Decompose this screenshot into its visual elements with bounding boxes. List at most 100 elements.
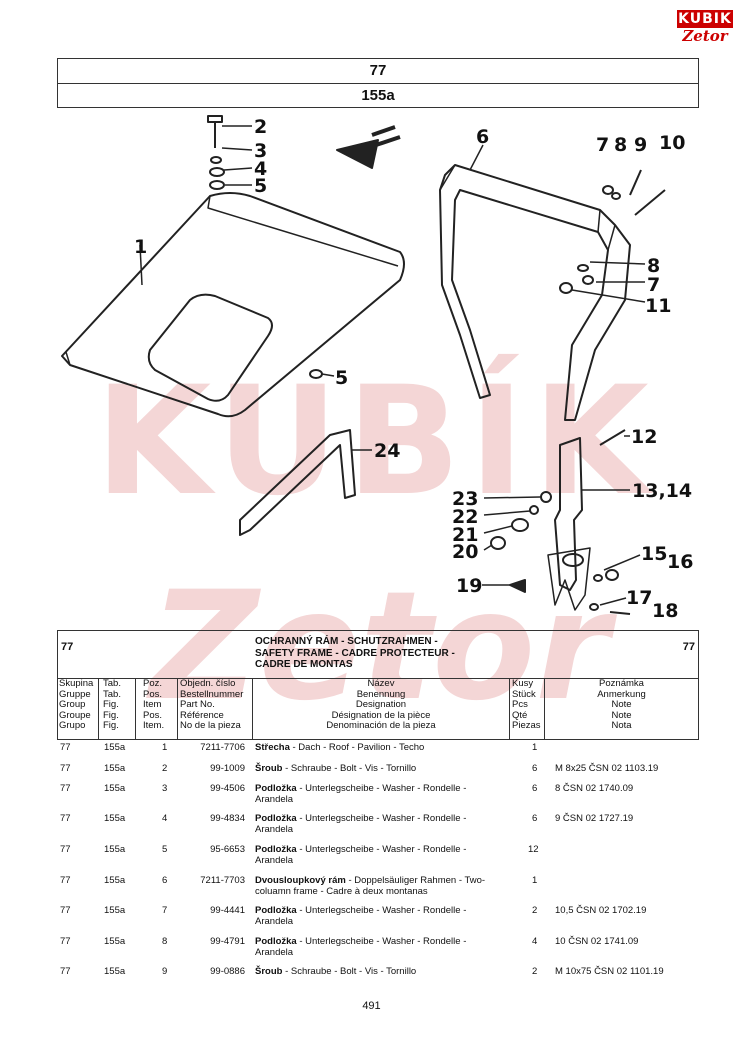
col-label: Qté <box>512 709 528 721</box>
row-note: M 10x75 ČSN 02 1101.19 <box>555 966 664 977</box>
row-group: 77 <box>60 763 71 774</box>
row-name-rest: - Doppelsäuliger Rahmen - Two- <box>345 875 486 886</box>
row-group: 77 <box>60 783 71 794</box>
row-name-bold: Šroub <box>255 966 283 977</box>
callout-13-14: 13,14 <box>632 480 693 502</box>
col-label: Group <box>59 699 86 710</box>
row-item: 5 <box>162 844 168 855</box>
row-name: Dvousloupkový rám - Doppelsäuliger Rahme… <box>255 875 505 897</box>
row-name-bold: Podložka <box>255 844 297 855</box>
callout-12: 12 <box>631 426 658 448</box>
parts-table-header: 77 77 OCHRANNÝ RÁM - SCHUTZRAHMEN - SAFE… <box>57 630 699 740</box>
row-fig: 155a <box>104 844 126 855</box>
col-label: Item <box>143 699 162 710</box>
row-name: Podložka - Unterlegscheibe - Washer - Ro… <box>255 844 505 866</box>
row-item: 1 <box>162 742 168 753</box>
row-name-bold: Podložka <box>255 813 297 824</box>
row-group: 77 <box>60 813 71 824</box>
row-name-bold: Střecha <box>255 742 290 753</box>
row-name-rest: - Unterlegscheibe - Washer - Rondelle - <box>296 783 467 794</box>
table-row: 77 155a 6 7211-7703 Dvousloupkový rám - … <box>57 875 697 899</box>
col-label: Stück <box>512 688 536 700</box>
row-name-line2: Arandela <box>255 824 294 835</box>
col-label: Part No. <box>180 699 215 710</box>
col-label: No de la pieza <box>180 720 241 731</box>
col-label: Benennung <box>356 688 406 700</box>
row-fig: 155a <box>104 783 126 794</box>
row-name-bold: Podložka <box>255 936 297 947</box>
row-name: Střecha - Dach - Roof - Pavilion - Techo <box>255 742 505 753</box>
frame-post <box>554 437 583 591</box>
col-label: Pcs <box>512 699 528 710</box>
table-row: 77 155a 2 99-1009 Šroub - Schraube - Bol… <box>57 763 697 787</box>
callout-1: 1 <box>134 236 148 258</box>
direction-arrow <box>336 139 379 169</box>
callout-2: 2 <box>254 116 268 138</box>
brand-logo: KUBIK Zetor <box>677 10 733 46</box>
row-fig: 155a <box>104 875 126 886</box>
row-item: 7 <box>162 905 168 916</box>
row-name: Šroub - Schraube - Bolt - Vis - Tornillo <box>255 966 505 977</box>
row-group: 77 <box>60 966 71 977</box>
row-group: 77 <box>60 936 71 947</box>
table-row: 77 155a 1 7211-7706 Střecha - Dach - Roo… <box>57 742 697 766</box>
row-name: Podložka - Unterlegscheibe - Washer - Ro… <box>255 936 505 958</box>
callout-16: 16 <box>667 551 694 573</box>
row-name-rest: - Unterlegscheibe - Washer - Rondelle - <box>296 813 467 824</box>
col-label: Fig. <box>103 699 119 710</box>
row-item: 2 <box>162 763 168 774</box>
row-qty: 1 <box>532 875 538 886</box>
row-note: 8 ČSN 02 1740.09 <box>555 783 634 794</box>
row-note: 10 ČSN 02 1741.09 <box>555 936 639 947</box>
row-name-line2: coluamn frame - Cadre à deux montanas <box>255 886 428 897</box>
row-note: 10,5 ČSN 02 1702.19 <box>555 905 647 916</box>
col-label: Nota <box>611 720 632 731</box>
row-fig: 155a <box>104 742 126 753</box>
parts-diagram <box>61 115 666 615</box>
row-group: 77 <box>60 742 71 753</box>
row-note: M 8x25 ČSN 02 1103.19 <box>555 763 659 774</box>
section-title: OCHRANNÝ RÁM - SCHUTZRAHMEN - SAFETY FRA… <box>255 636 455 671</box>
row-qty: 6 <box>532 813 538 824</box>
row-note: 9 ČSN 02 1727.19 <box>555 813 634 824</box>
post-foot <box>547 547 591 611</box>
section-header: 77 77 OCHRANNÝ RÁM - SCHUTZRAHMEN - SAFE… <box>58 631 698 679</box>
section-code-right: 77 <box>682 641 695 653</box>
figure-number: 155a <box>361 87 395 104</box>
page-number: 491 <box>362 1000 381 1012</box>
row-part: 99-4834 <box>210 813 245 824</box>
row-group: 77 <box>60 905 71 916</box>
row-qty: 1 <box>532 742 538 753</box>
row-name: Podložka - Unterlegscheibe - Washer - Ro… <box>255 905 505 927</box>
row-part: 99-4791 <box>210 936 245 947</box>
col-label: Designation <box>355 699 407 710</box>
row-part: 7211-7703 <box>200 875 245 886</box>
col-label: Grupo <box>59 720 86 731</box>
callout-6: 6 <box>476 126 490 148</box>
row-item: 9 <box>162 966 168 977</box>
callout-3: 3 <box>254 140 268 162</box>
callout-9: 9 <box>634 134 648 156</box>
callout-5b: 5 <box>335 367 349 389</box>
callout-8b: 8 <box>647 255 661 277</box>
col-label: Groupe <box>59 709 91 721</box>
section-title-line: OCHRANNÝ RÁM - SCHUTZRAHMEN - <box>255 636 438 647</box>
col-label: Fig. <box>103 709 119 721</box>
row-qty: 2 <box>532 966 538 977</box>
row-name-rest: - Schraube - Bolt - Vis - Tornillo <box>282 966 417 977</box>
callout-19: 19 <box>456 575 483 597</box>
row-fig: 155a <box>104 966 126 977</box>
col-label: Piezas <box>512 720 541 731</box>
row-part: 95-6653 <box>210 844 245 855</box>
row-fig: 155a <box>104 813 126 824</box>
row-qty: 2 <box>532 905 538 916</box>
row-name: Podložka - Unterlegscheibe - Washer - Ro… <box>255 783 505 805</box>
row-name-rest: - Schraube - Bolt - Vis - Tornillo <box>282 763 417 774</box>
callout-4: 4 <box>254 158 268 180</box>
col-label: Poz. <box>143 678 163 689</box>
row-name-rest: - Dach - Roof - Pavilion - Techo <box>289 742 425 753</box>
